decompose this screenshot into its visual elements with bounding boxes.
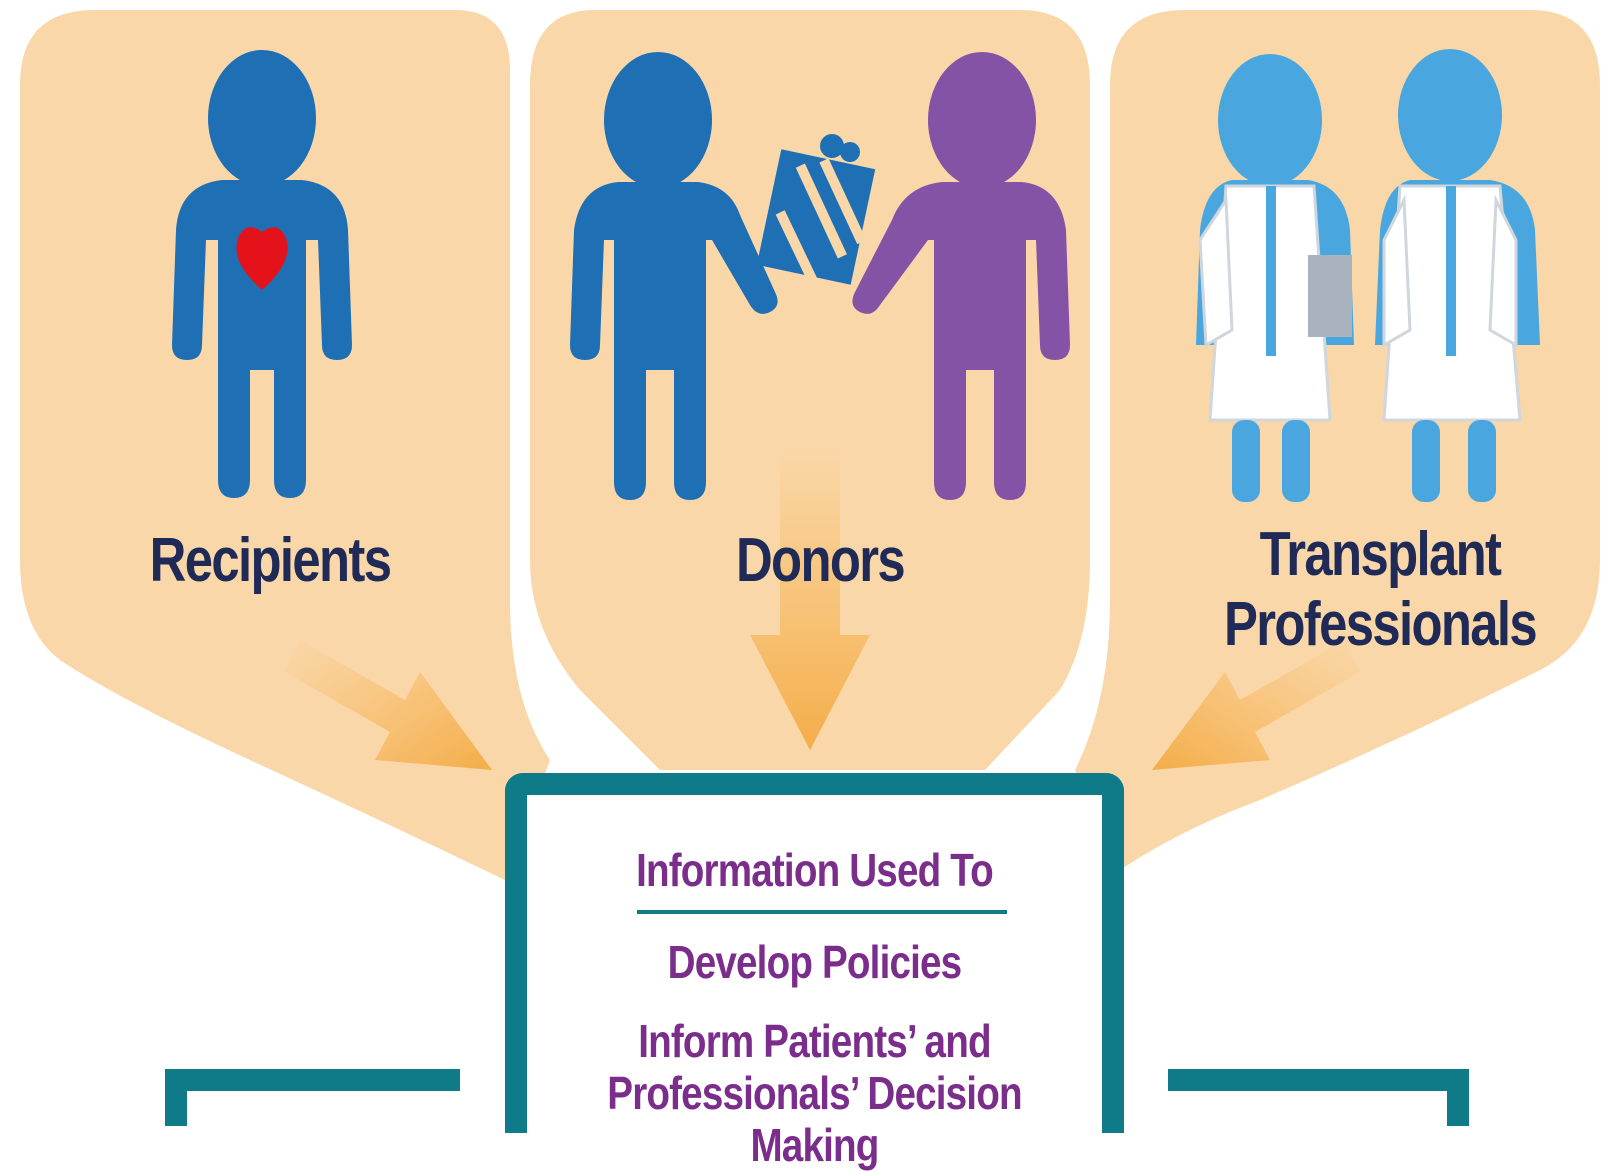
stakeholder-diagram: Recipients Donors Transplant Professiona… [20, 10, 1600, 1171]
recipients-label: Recipients [149, 526, 392, 595]
left-bottom-box [165, 1069, 460, 1126]
info-item-2-line2: Professionals’ Decision Making [607, 1067, 1022, 1171]
info-item-inform-decision-making: Inform Patients’ and Professionals’ Deci… [573, 1015, 1056, 1171]
professionals-panel [1075, 10, 1600, 870]
professional-figure-left [1196, 54, 1354, 502]
professional-figure-right [1375, 49, 1540, 502]
gift-icon [756, 134, 876, 289]
information-box: Information Used To Develop Policies Inf… [505, 773, 1124, 1171]
info-item-develop-policies: Develop Policies [667, 936, 963, 988]
donor-figure-purple [852, 52, 1070, 500]
transplant-label-line1: Transplant [1259, 520, 1502, 589]
right-bottom-box [1168, 1069, 1469, 1126]
diagram-graphics [20, 10, 1600, 1126]
heading-divider [637, 910, 1007, 914]
information-heading: Information Used To [636, 844, 994, 896]
recipients-arrow [285, 640, 492, 770]
donor-figure-blue [570, 52, 778, 500]
donors-arrow [750, 450, 870, 750]
transplant-label-line2: Professionals [1223, 590, 1538, 659]
info-item-2-line1: Inform Patients’ and [638, 1015, 991, 1067]
transplant-professionals-label: Transplant Professionals [1191, 520, 1568, 660]
heart-icon [236, 227, 288, 290]
donors-label: Donors [735, 526, 906, 595]
recipient-figure [172, 50, 352, 498]
professionals-arrow [1152, 640, 1360, 770]
